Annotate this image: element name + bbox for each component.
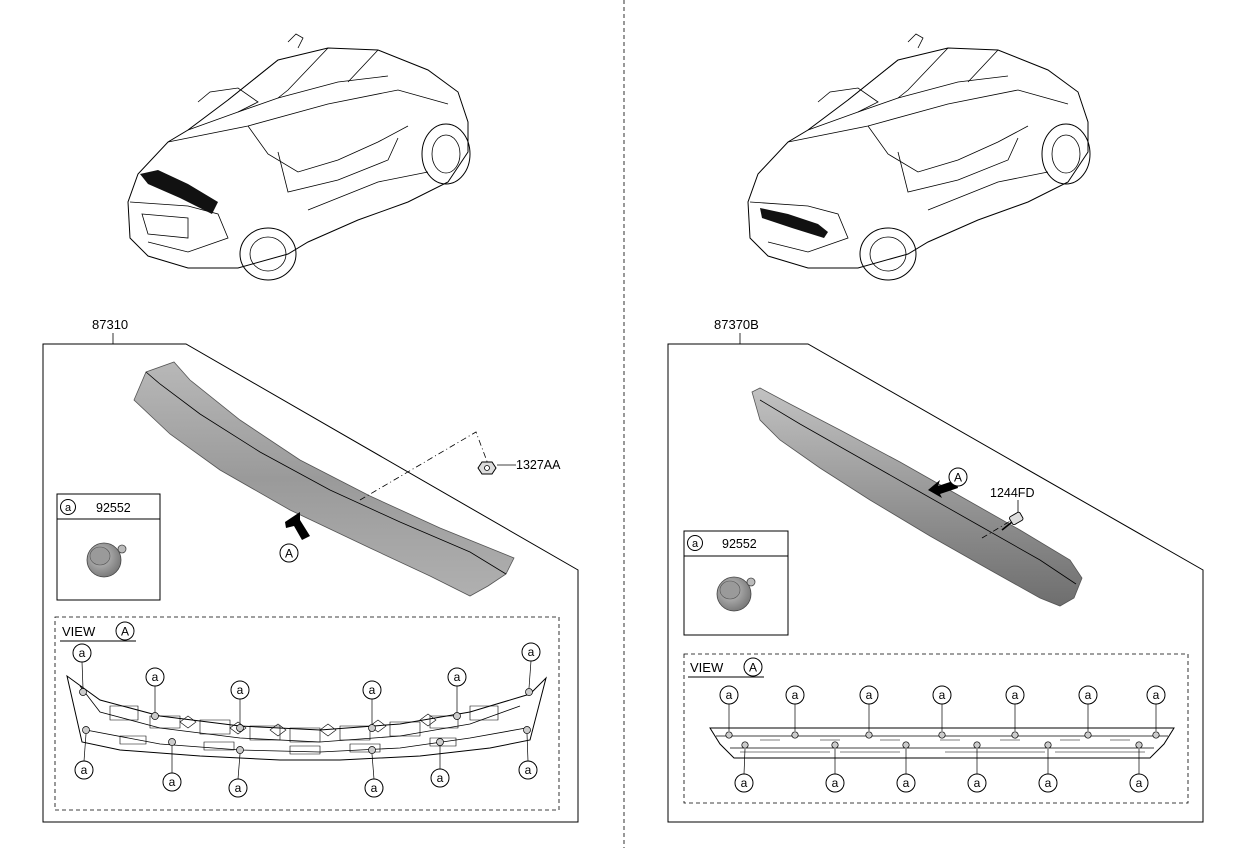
garnish-highlight: [760, 208, 828, 238]
svg-text:a: a: [1085, 688, 1092, 702]
svg-text:a: a: [454, 670, 461, 684]
view-clips-right: [725, 731, 1160, 749]
svg-text:a: a: [79, 646, 86, 660]
fastener-label-1244FD: 1244FD: [990, 486, 1034, 500]
view-arrow-a-right: A: [928, 467, 968, 498]
svg-text:a: a: [1136, 776, 1143, 790]
clip-part-number: 92552: [96, 501, 131, 515]
svg-text:a: a: [1153, 688, 1160, 702]
svg-text:A: A: [749, 661, 757, 675]
svg-text:a: a: [903, 776, 910, 790]
left-panel: 87310 1327AA A a 92552: [42, 33, 579, 823]
svg-text:a: a: [235, 781, 242, 795]
view-ribs-right: [740, 739, 1145, 753]
svg-text:a: a: [528, 645, 535, 659]
view-arrow-a: A: [279, 512, 310, 563]
right-panel: 87370B 1244FD A a 92552: [667, 33, 1204, 823]
svg-text:A: A: [285, 547, 293, 561]
car-illustration-right: [747, 33, 1091, 281]
svg-text:a: a: [525, 763, 532, 777]
callout-marker-a: a: [521, 642, 541, 662]
svg-text:a: a: [152, 670, 159, 684]
svg-text:A: A: [121, 625, 129, 639]
callout-marker-a: a: [785, 685, 805, 705]
right-panel-boundary: [667, 343, 1204, 823]
view-title: VIEW: [62, 624, 96, 639]
callout-marker-a: a: [74, 760, 94, 780]
callout-marker-a: a: [859, 685, 879, 705]
clip-icon: [86, 542, 127, 578]
svg-text:a: a: [692, 538, 699, 550]
svg-text:a: a: [792, 688, 799, 702]
callout-marker-a: a: [1146, 685, 1166, 705]
callout-marker-a: a: [1005, 685, 1025, 705]
svg-text:a: a: [1012, 688, 1019, 702]
callout-marker-a: a: [719, 685, 739, 705]
callout-marker-a: a: [734, 773, 754, 793]
screw-icon: [1001, 511, 1024, 531]
callout-marker-a: a: [896, 773, 916, 793]
part-number-87370B: 87370B: [714, 317, 759, 332]
svg-text:a: a: [974, 776, 981, 790]
clip-icon-right: [716, 576, 756, 612]
callout-marker-a: a: [364, 778, 384, 798]
view-a-detail-right: VIEW A: [683, 653, 1189, 804]
clip-box-92552-right: a 92552: [683, 530, 789, 636]
svg-text:a: a: [741, 776, 748, 790]
tailgate-garnish-part: [751, 387, 1083, 607]
svg-text:a: a: [866, 688, 873, 702]
svg-text:a: a: [65, 502, 72, 514]
callout-marker-a: a: [447, 667, 467, 687]
callout-marker-a: a: [1129, 773, 1149, 793]
fastener-label-1327AA: 1327AA: [516, 458, 561, 472]
part-number-87310: 87310: [92, 317, 128, 332]
view-callouts-right: a a a a a a a a a a a a a: [719, 685, 1166, 793]
svg-text:a: a: [369, 683, 376, 697]
left-panel-boundary: [42, 343, 579, 823]
rear-spoiler-part: [133, 361, 515, 597]
svg-text:a: a: [237, 683, 244, 697]
callout-marker-a: a: [72, 643, 92, 663]
svg-text:a: a: [726, 688, 733, 702]
car-illustration-left: [127, 33, 471, 281]
svg-text:a: a: [939, 688, 946, 702]
callout-marker-a: a: [230, 680, 250, 700]
svg-text:a: a: [832, 776, 839, 790]
svg-text:a: a: [437, 771, 444, 785]
callout-marker-a: a: [1078, 685, 1098, 705]
svg-text:a: a: [169, 775, 176, 789]
svg-text:a: a: [81, 763, 88, 777]
spoiler-highlight: [140, 170, 218, 214]
view-a-detail-left: VIEW A: [54, 616, 560, 811]
callout-marker-a: a: [228, 778, 248, 798]
svg-text:A: A: [954, 471, 962, 485]
callout-marker-a: a: [518, 760, 538, 780]
nut-icon: [477, 461, 497, 475]
callout-marker-a: a: [825, 773, 845, 793]
svg-text:a: a: [371, 781, 378, 795]
clip-box-92552: a 92552: [56, 493, 161, 601]
callout-marker-a: a: [145, 667, 165, 687]
view-lattice-left: [109, 705, 499, 755]
svg-text:a: a: [1045, 776, 1052, 790]
callout-marker-a: a: [1038, 773, 1058, 793]
callout-marker-a: a: [362, 680, 382, 700]
view-clips-left: [79, 688, 533, 754]
view-callouts-left: a a a a a a a a a a a a: [72, 642, 541, 798]
clip-part-number-right: 92552: [722, 537, 757, 551]
view-title-right: VIEW: [690, 660, 724, 675]
callout-marker-a: a: [430, 768, 450, 788]
callout-marker-a: a: [932, 685, 952, 705]
callout-marker-a: a: [967, 773, 987, 793]
callout-marker-a: a: [162, 772, 182, 792]
